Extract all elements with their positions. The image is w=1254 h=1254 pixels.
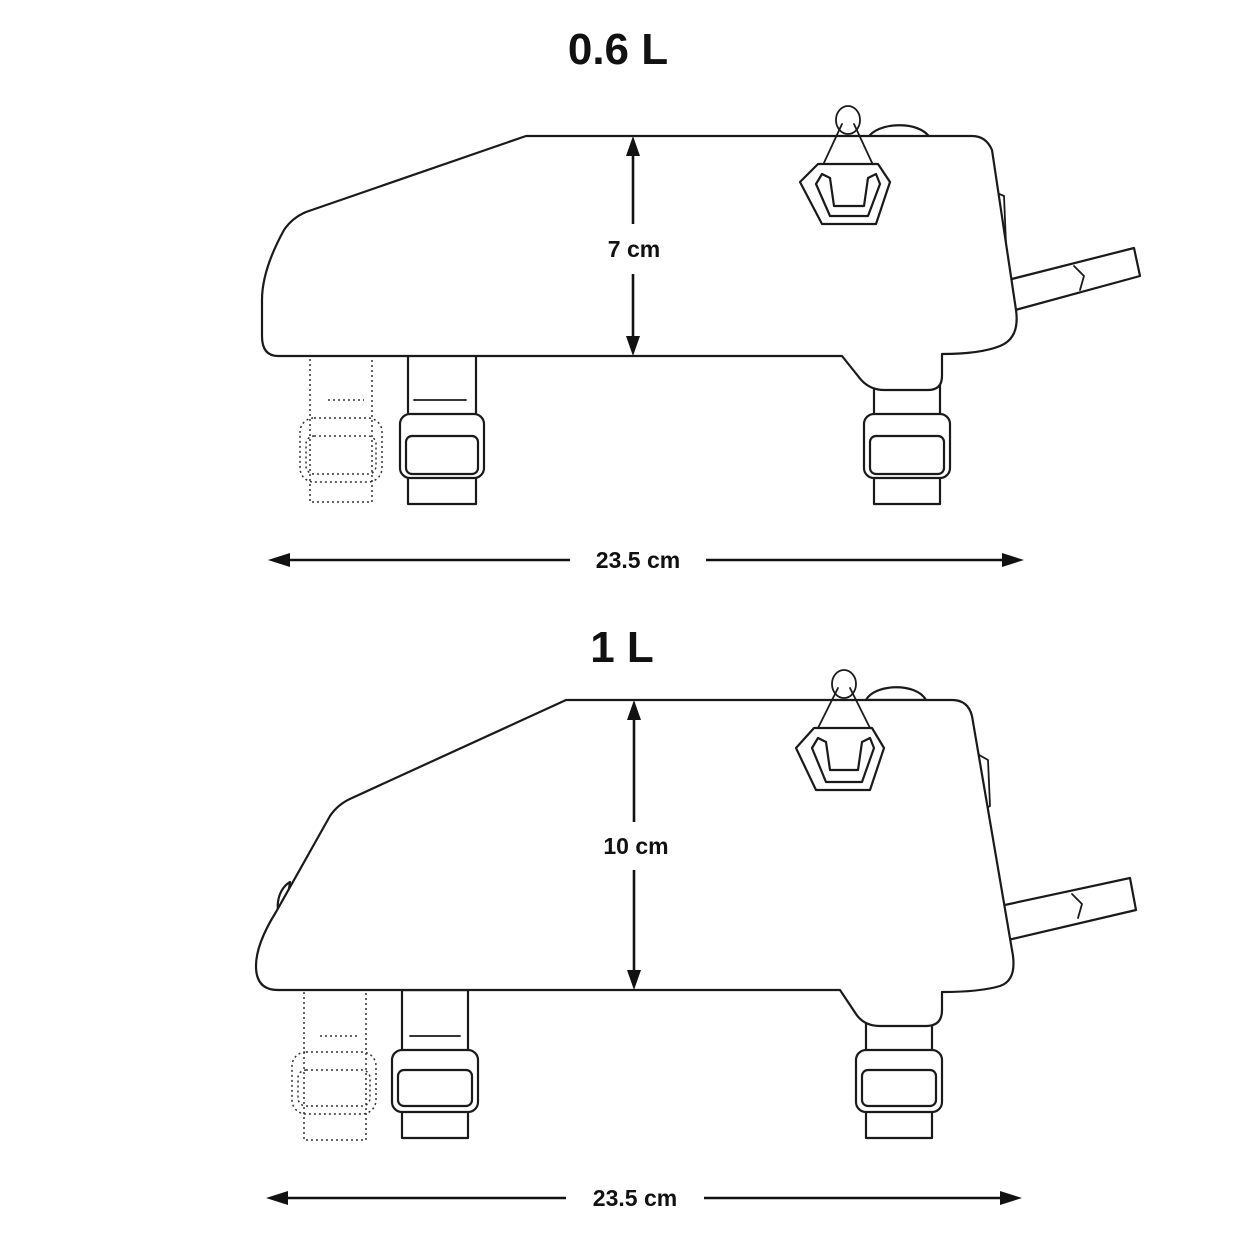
bag-diagram-large: 1 L [254,623,1138,1211]
length-label-large: 23.5 cm [593,1185,677,1211]
strap-front-icon [854,1014,944,1140]
volume-label-small: 0.6 L [568,25,668,74]
strap-rear-icon [390,988,480,1140]
length-label-small: 23.5 cm [596,547,680,573]
strap-alternate-position-icon [299,351,383,503]
height-dimension-small: 7 cm [608,136,660,356]
zipper-pull-icon [794,669,886,792]
height-label-large: 10 cm [603,833,668,859]
bag-diagram-small: 0.6 L [260,25,1142,573]
volume-label-large: 1 L [590,623,654,672]
height-label-small: 7 cm [608,236,660,262]
bag-body-small [260,134,1018,392]
strap-alternate-position-icon [291,989,377,1141]
strap-rear-icon [398,350,486,506]
length-dimension-large: 23.5 cm [266,1185,1022,1211]
height-dimension-large: 10 cm [603,700,669,990]
length-dimension-small: 23.5 cm [268,547,1024,573]
zipper-pull-icon [798,105,892,226]
zipper-bump [864,686,928,702]
strap-front-icon [862,378,952,506]
